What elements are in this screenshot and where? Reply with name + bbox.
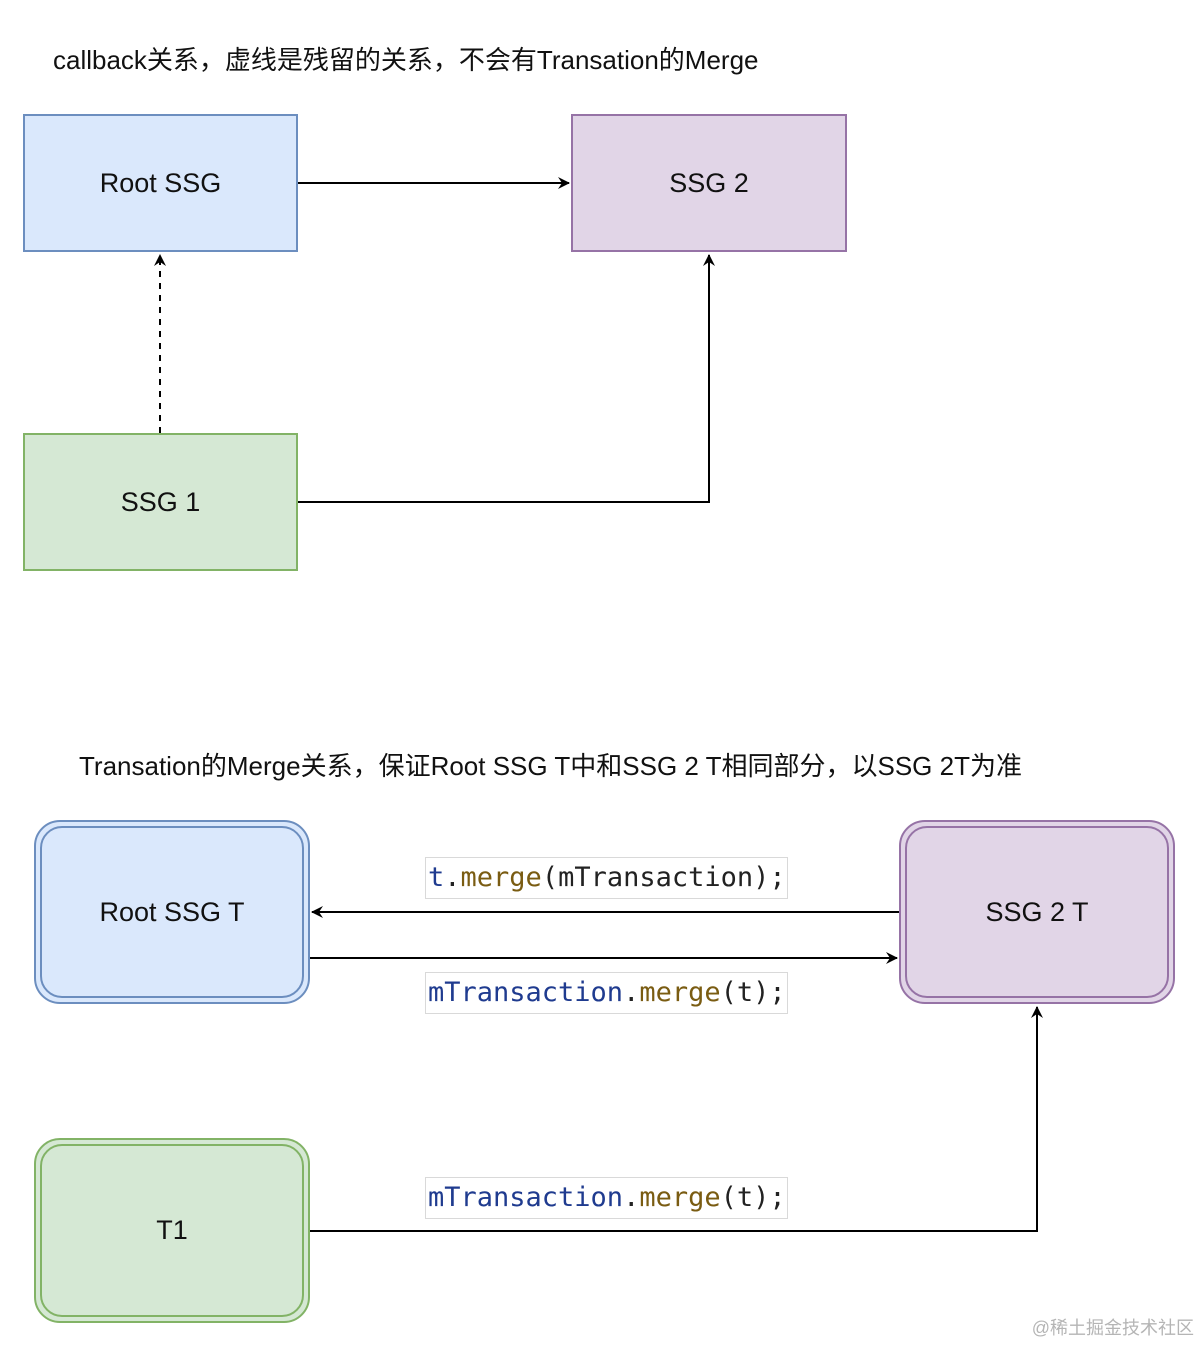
- bottom-caption: Transation的Merge关系，保证Root SSG T中和SSG 2 T…: [79, 751, 1022, 781]
- edge-label-upper: t.merge(mTransaction);: [425, 857, 788, 899]
- node-root-ssg-t-label: Root SSG T: [99, 896, 245, 927]
- node-t1: T1: [34, 1138, 310, 1323]
- code-args: (mTransaction);: [541, 862, 786, 893]
- node-ssg-1-label: SSG 1: [120, 486, 201, 517]
- code-obj: t: [428, 862, 445, 893]
- node-ssg-1: SSG 1: [23, 433, 298, 571]
- top-caption: callback关系，虚线是残留的关系，不会有Transation的Merge: [53, 45, 759, 75]
- node-root-ssg-label: Root SSG: [99, 167, 222, 198]
- code-fn: merge: [460, 862, 542, 893]
- code-args: (t);: [720, 1182, 786, 1213]
- code-dot: .: [444, 862, 461, 893]
- watermark: @稀土掘金技术社区: [1031, 1318, 1194, 1338]
- code-dot: .: [623, 1182, 640, 1213]
- edge-t1-to-ssg2t: [309, 1006, 1043, 1232]
- code-args: (t);: [720, 977, 786, 1008]
- code-dot: .: [623, 977, 640, 1008]
- edge-ssg1-to-ssg2: [298, 254, 715, 503]
- node-t1-label: T1: [156, 1215, 188, 1245]
- node-ssg-2-t: SSG 2 T: [899, 820, 1175, 1004]
- code-obj: mTransaction: [428, 977, 624, 1008]
- node-ssg-2-label: SSG 2: [669, 167, 749, 198]
- node-root-ssg: Root SSG: [23, 114, 298, 252]
- code-fn: merge: [639, 1182, 721, 1213]
- code-obj: mTransaction: [428, 1182, 624, 1213]
- node-ssg-2-t-label: SSG 2 T: [985, 896, 1089, 927]
- code-fn: merge: [639, 977, 721, 1008]
- edge-label-middle: mTransaction.merge(t);: [425, 972, 788, 1014]
- edge-label-lower: mTransaction.merge(t);: [425, 1177, 788, 1219]
- node-root-ssg-t: Root SSG T: [34, 820, 310, 1004]
- node-ssg-2: SSG 2: [571, 114, 847, 252]
